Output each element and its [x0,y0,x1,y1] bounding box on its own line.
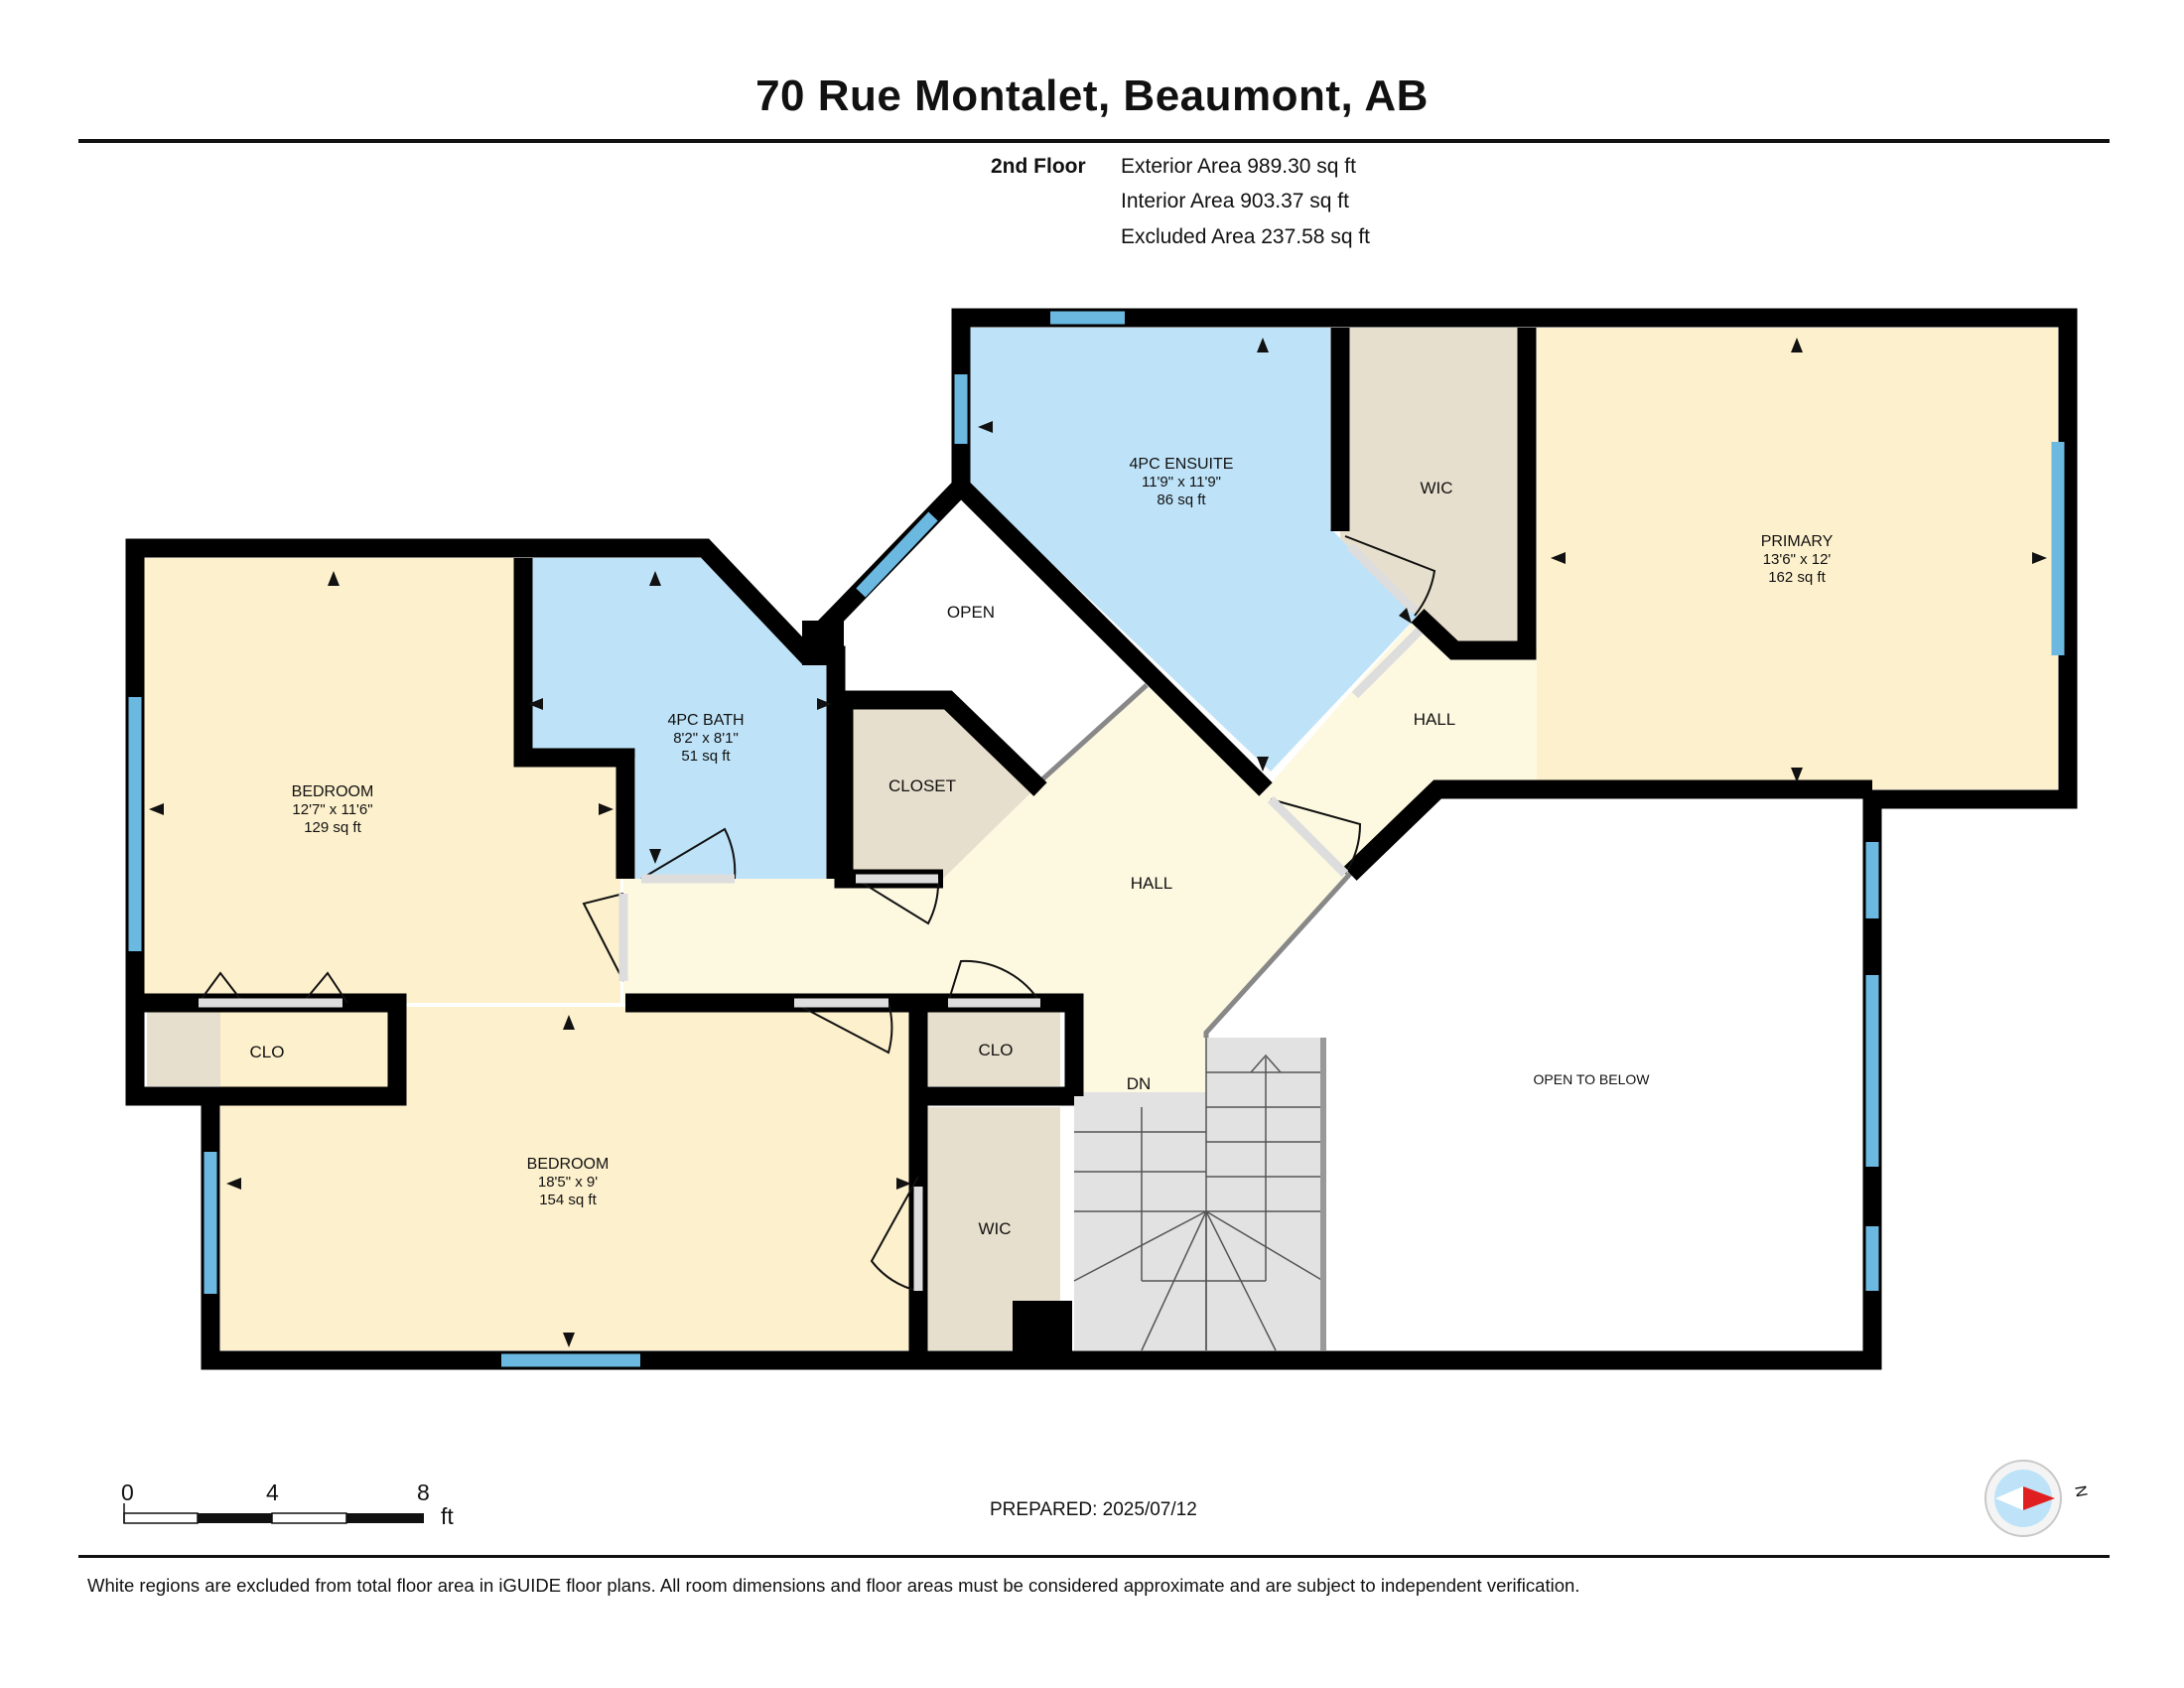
bath-fill [516,558,834,879]
open-name: OPEN [947,603,995,622]
scale-bar [123,1503,424,1524]
prepared-date: PREPARED: 2025/07/12 [990,1499,1197,1520]
scale-tick-4: 4 [266,1479,279,1505]
primary-name: PRIMARY [1761,533,1834,550]
wic-bottom-fill [927,1107,1060,1350]
bedroom1-fill [144,558,620,1003]
bedroom2-area: 154 sq ft [539,1192,597,1208]
room-labels: 4PC ENSUITE 11'9" x 11'9" 86 sq ft WIC P… [250,456,1834,1238]
excluded-area: Excluded Area 237.58 sq ft [1121,225,1371,248]
hall-right-name: HALL [1414,710,1456,729]
disclaimer-text: White regions are excluded from total fl… [87,1575,1580,1596]
bedroom1-area: 129 sq ft [304,819,361,836]
hall-main-fill [623,685,1350,1092]
wic-top-fill [1340,328,1527,647]
dn-label: DN [1127,1074,1152,1093]
footer-divider [78,1555,2110,1558]
exterior-area: Exterior Area 989.30 sq ft [1121,155,1356,178]
stairs-fill [1074,1038,1323,1350]
interior-area: Interior Area 903.37 sq ft [1121,190,1349,212]
scale-unit: ft [441,1503,454,1529]
floor-label: 2nd Floor [991,155,1086,178]
railings [1040,683,1352,1038]
wic-bottom-name: WIC [978,1219,1011,1238]
clo-mid-fill [927,1007,1060,1086]
hall-main-name: HALL [1131,874,1173,893]
primary-fill [1537,328,2058,789]
doors [198,535,1436,1292]
ensuite-area: 86 sq ft [1157,492,1206,508]
bedroom2-dims: 18'5" x 9' [538,1174,598,1191]
hall-right-fill [1266,616,1537,874]
closet-name: CLOSET [888,776,956,795]
room-fills [144,328,2058,1350]
stairs [1073,1038,1326,1351]
bedroom2-name: BEDROOM [527,1156,610,1173]
clo-mid-name: CLO [979,1041,1014,1059]
wic-top-name: WIC [1420,479,1452,497]
bath-name: 4PC BATH [667,712,744,729]
wic-bottom-column [1013,1301,1072,1355]
ensuite-name: 4PC ENSUITE [1130,456,1234,473]
bath-dims: 8'2" x 8'1" [673,730,739,747]
primary-dims: 13'6" x 12' [1763,551,1832,568]
compass-north-label: N [2071,1484,2090,1498]
door-openings [199,542,1424,1291]
title-divider [78,139,2110,143]
ensuite-fill [963,328,1418,772]
ensuite-dims: 11'9" x 11'9" [1142,474,1221,491]
scale-tick-8: 8 [417,1479,430,1505]
wall-pillar [802,621,844,665]
scale-tick-0: 0 [121,1479,134,1505]
bath-area: 51 sq ft [681,748,731,765]
windows [128,311,2065,1367]
primary-area: 162 sq ft [1768,569,1826,586]
open-below-name: OPEN TO BELOW [1534,1071,1651,1087]
bedroom1-dims: 12'7" x 11'6" [292,801,372,818]
clo-left-name: CLO [250,1043,285,1061]
compass-icon: N [1984,1460,2090,1537]
page-title: 70 Rue Montalet, Beaumont, AB [755,71,1429,120]
bedroom1-name: BEDROOM [292,783,374,800]
dimension-arrows [149,338,2047,1347]
